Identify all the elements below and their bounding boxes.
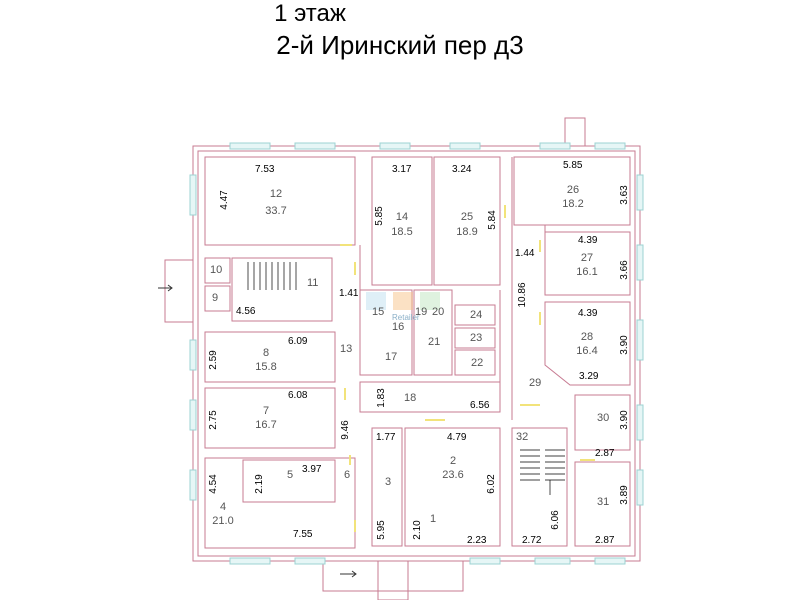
dimension-labels: 7.53 4.47 3.17 3.24 5.85 5.84 5.85 3.63 … bbox=[208, 160, 630, 546]
room-13-label: 13 bbox=[340, 343, 352, 355]
room-25-number: 25 bbox=[461, 211, 473, 223]
room-10-label: 10 bbox=[210, 264, 222, 276]
room-5-label: 5 bbox=[287, 469, 293, 481]
dim-2-87-a: 2.87 bbox=[595, 448, 615, 459]
room-9-label: 9 bbox=[212, 292, 218, 304]
room-4-area: 21.0 bbox=[212, 515, 233, 527]
dim-7-53: 7.53 bbox=[255, 164, 275, 175]
address-title: 2-й Иринский пер д3 bbox=[276, 30, 524, 60]
room-8-area: 15.8 bbox=[255, 361, 276, 373]
room-12-area: 33.7 bbox=[265, 205, 286, 217]
room-25-area: 18.9 bbox=[456, 226, 477, 238]
dim-6-06: 6.06 bbox=[550, 510, 561, 530]
dim-4-54: 4.54 bbox=[208, 474, 219, 494]
room-4-number: 4 bbox=[220, 501, 226, 513]
dim-4-79: 4.79 bbox=[447, 432, 467, 443]
dim-3-29: 3.29 bbox=[579, 371, 599, 382]
room-7-area: 16.7 bbox=[255, 419, 276, 431]
dim-7-55: 7.55 bbox=[293, 529, 313, 540]
room-2-number: 2 bbox=[450, 455, 456, 467]
dim-5-95: 5.95 bbox=[376, 520, 387, 540]
room-11-label: 11 bbox=[307, 277, 318, 289]
dim-2-10: 2.10 bbox=[412, 520, 423, 540]
room-14-number: 14 bbox=[396, 211, 408, 223]
room-12-number: 12 bbox=[270, 188, 282, 200]
room-28-area: 16.4 bbox=[576, 345, 597, 357]
room-17-label: 17 bbox=[385, 351, 397, 363]
room-7-number: 7 bbox=[263, 405, 269, 417]
dim-3-90-a: 3.90 bbox=[619, 335, 630, 355]
room-8-number: 8 bbox=[263, 347, 269, 359]
room-14-area: 18.5 bbox=[391, 226, 412, 238]
dim-2-19: 2.19 bbox=[254, 474, 265, 494]
dim-2-23: 2.23 bbox=[467, 535, 487, 546]
dim-3-24: 3.24 bbox=[452, 164, 472, 175]
room-32-label: 32 bbox=[516, 431, 528, 443]
doors bbox=[340, 205, 595, 532]
room-26-number: 26 bbox=[567, 184, 579, 196]
watermark: Retailer bbox=[366, 292, 440, 322]
dim-6-08: 6.08 bbox=[288, 390, 308, 401]
dim-1-83: 1.83 bbox=[376, 388, 387, 408]
room-numbers: 12 33.7 14 18.5 25 18.9 26 18.2 27 16.1 … bbox=[212, 184, 597, 527]
room-6-label: 6 bbox=[344, 469, 350, 481]
room-20-label: 20 bbox=[432, 306, 444, 318]
floor-title: 1 этаж bbox=[274, 0, 346, 27]
dim-4-39-b: 4.39 bbox=[578, 308, 598, 319]
room-16-label: 16 bbox=[392, 321, 404, 333]
room-24-label: 24 bbox=[470, 309, 482, 321]
dim-1-41: 1.41 bbox=[339, 288, 359, 299]
room-23-label: 23 bbox=[470, 332, 482, 344]
windows bbox=[189, 142, 644, 565]
dim-1-77: 1.77 bbox=[376, 432, 396, 443]
dim-5-85-a: 5.85 bbox=[374, 206, 385, 226]
dim-3-66: 3.66 bbox=[619, 260, 630, 280]
room-27-area: 16.1 bbox=[576, 266, 597, 278]
room-3-label: 3 bbox=[385, 476, 391, 488]
room-1-label: 1 bbox=[430, 513, 436, 525]
dim-1-44: 1.44 bbox=[515, 248, 535, 259]
room-27-number: 27 bbox=[581, 252, 593, 264]
dim-6-56: 6.56 bbox=[470, 400, 490, 411]
dim-6-09: 6.09 bbox=[288, 336, 308, 347]
dim-4-39-a: 4.39 bbox=[578, 235, 598, 246]
dim-2-75: 2.75 bbox=[208, 410, 219, 430]
room-19-label: 19 bbox=[415, 306, 427, 318]
dim-6-02: 6.02 bbox=[486, 474, 497, 494]
dim-3-97: 3.97 bbox=[302, 464, 322, 475]
room-22-label: 22 bbox=[471, 357, 483, 369]
dim-3-90-b: 3.90 bbox=[619, 410, 630, 430]
dim-3-17: 3.17 bbox=[392, 164, 412, 175]
room-21-label: 21 bbox=[428, 336, 440, 348]
room-2-area: 23.6 bbox=[442, 469, 463, 481]
room-28-number: 28 bbox=[581, 331, 593, 343]
room-15-label: 15 bbox=[372, 306, 384, 318]
dim-5-84: 5.84 bbox=[487, 210, 498, 230]
stairs bbox=[247, 262, 565, 495]
dim-2-72: 2.72 bbox=[522, 535, 542, 546]
room-30-label: 30 bbox=[597, 412, 609, 424]
room-labels: 10 9 11 13 15 16 19 20 24 23 21 22 17 18… bbox=[210, 264, 609, 525]
dim-2-59: 2.59 bbox=[208, 350, 219, 370]
walls bbox=[164, 117, 641, 600]
room-18-label: 18 bbox=[404, 392, 416, 404]
watermark-text: Retailer bbox=[392, 313, 420, 322]
dim-5-85-b: 5.85 bbox=[563, 160, 583, 171]
room-26-area: 18.2 bbox=[562, 198, 583, 210]
dim-4-56: 4.56 bbox=[236, 306, 256, 317]
dim-2-87-b: 2.87 bbox=[595, 535, 615, 546]
room-31-label: 31 bbox=[597, 496, 609, 508]
dim-3-63: 3.63 bbox=[619, 185, 630, 205]
dim-10-86: 10.86 bbox=[517, 282, 528, 307]
dim-4-47: 4.47 bbox=[219, 190, 230, 210]
dim-3-89: 3.89 bbox=[619, 485, 630, 505]
entrance-arrows bbox=[158, 284, 357, 578]
room-29-label: 29 bbox=[529, 377, 541, 389]
dim-9-46: 9.46 bbox=[340, 420, 351, 440]
